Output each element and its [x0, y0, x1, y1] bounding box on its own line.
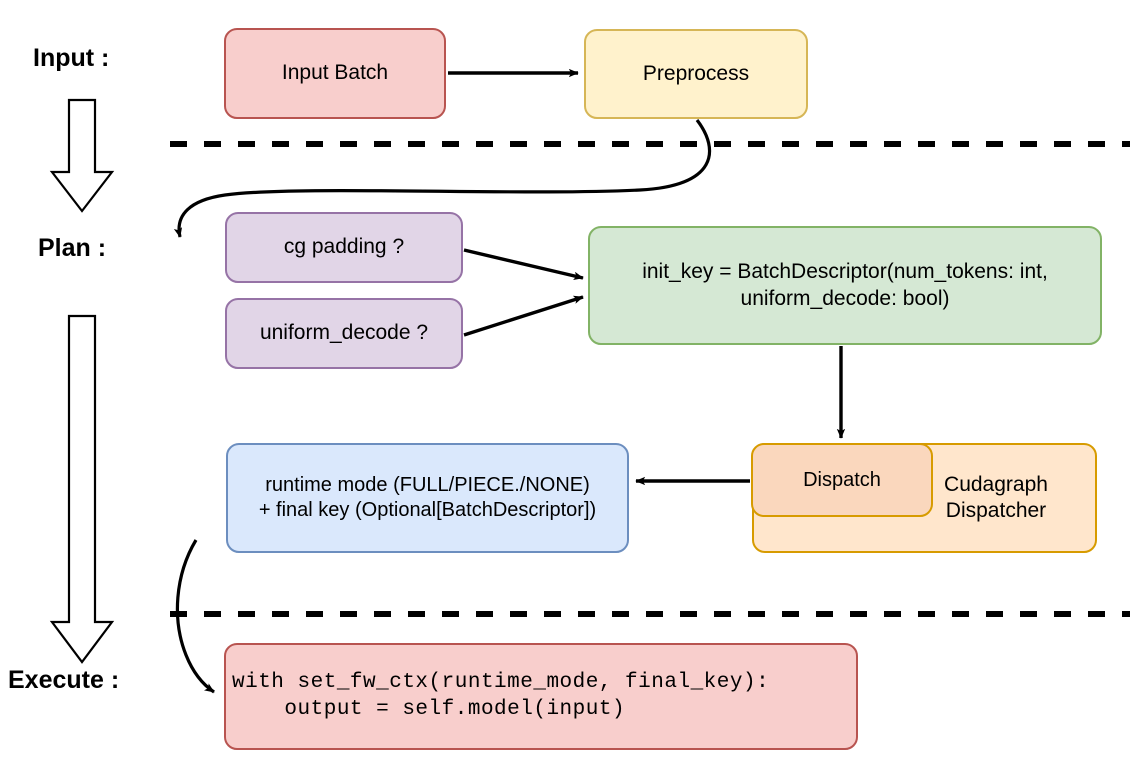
node-init-key[interactable]: init_key = BatchDescriptor(num_tokens: i…: [588, 226, 1102, 345]
node-init-key-label-line1: init_key = BatchDescriptor(num_tokens: i…: [642, 260, 1048, 284]
node-execute-code-line1: with set_fw_ctx(runtime_mode, final_key)…: [232, 671, 770, 695]
node-runtime-mode-label-line2: + final key (Optional[BatchDescriptor]): [258, 499, 597, 521]
edge-uniform-decode-to-init-key: [463, 295, 584, 337]
node-uniform-decode-label: uniform_decode ?: [259, 321, 429, 345]
stage-label-plan: Plan :: [38, 234, 107, 262]
stage-label-execute: Execute :: [8, 666, 120, 694]
input-to-plan-arrow: [49, 98, 115, 213]
stage-label-input: Input :: [33, 44, 110, 72]
node-dispatch-label: Dispatch: [803, 468, 881, 491]
node-runtime-mode[interactable]: runtime mode (FULL/PIECE./NONE) + final …: [226, 443, 629, 553]
node-input-batch-label: Input Batch: [281, 61, 389, 85]
node-preprocess-label: Preprocess: [642, 61, 750, 85]
plan-to-execute-arrow: [49, 314, 115, 664]
node-preprocess[interactable]: Preprocess: [584, 29, 808, 119]
node-init-key-label-line2: uniform_decode: bool): [740, 286, 950, 310]
node-cg-padding[interactable]: cg padding ?: [225, 212, 463, 283]
edge-cg-padding-to-init-key: [463, 248, 584, 280]
node-cudagraph-dispatcher-label-line1: Cudagraph: [944, 472, 1048, 496]
node-runtime-mode-label-line1: runtime mode (FULL/PIECE./NONE): [265, 474, 590, 496]
node-cg-padding-label: cg padding ?: [283, 235, 405, 259]
node-uniform-decode[interactable]: uniform_decode ?: [225, 298, 463, 369]
node-dispatch[interactable]: Dispatch: [751, 443, 933, 517]
node-execute-code-line2: output = self.model(input): [232, 697, 626, 721]
edge-runtime-mode-to-execute-code: [175, 539, 215, 694]
node-execute-code[interactable]: with set_fw_ctx(runtime_mode, final_key)…: [224, 643, 858, 750]
node-input-batch[interactable]: Input Batch: [224, 28, 446, 119]
node-cudagraph-dispatcher-label-line2: Dispatcher: [945, 499, 1047, 522]
